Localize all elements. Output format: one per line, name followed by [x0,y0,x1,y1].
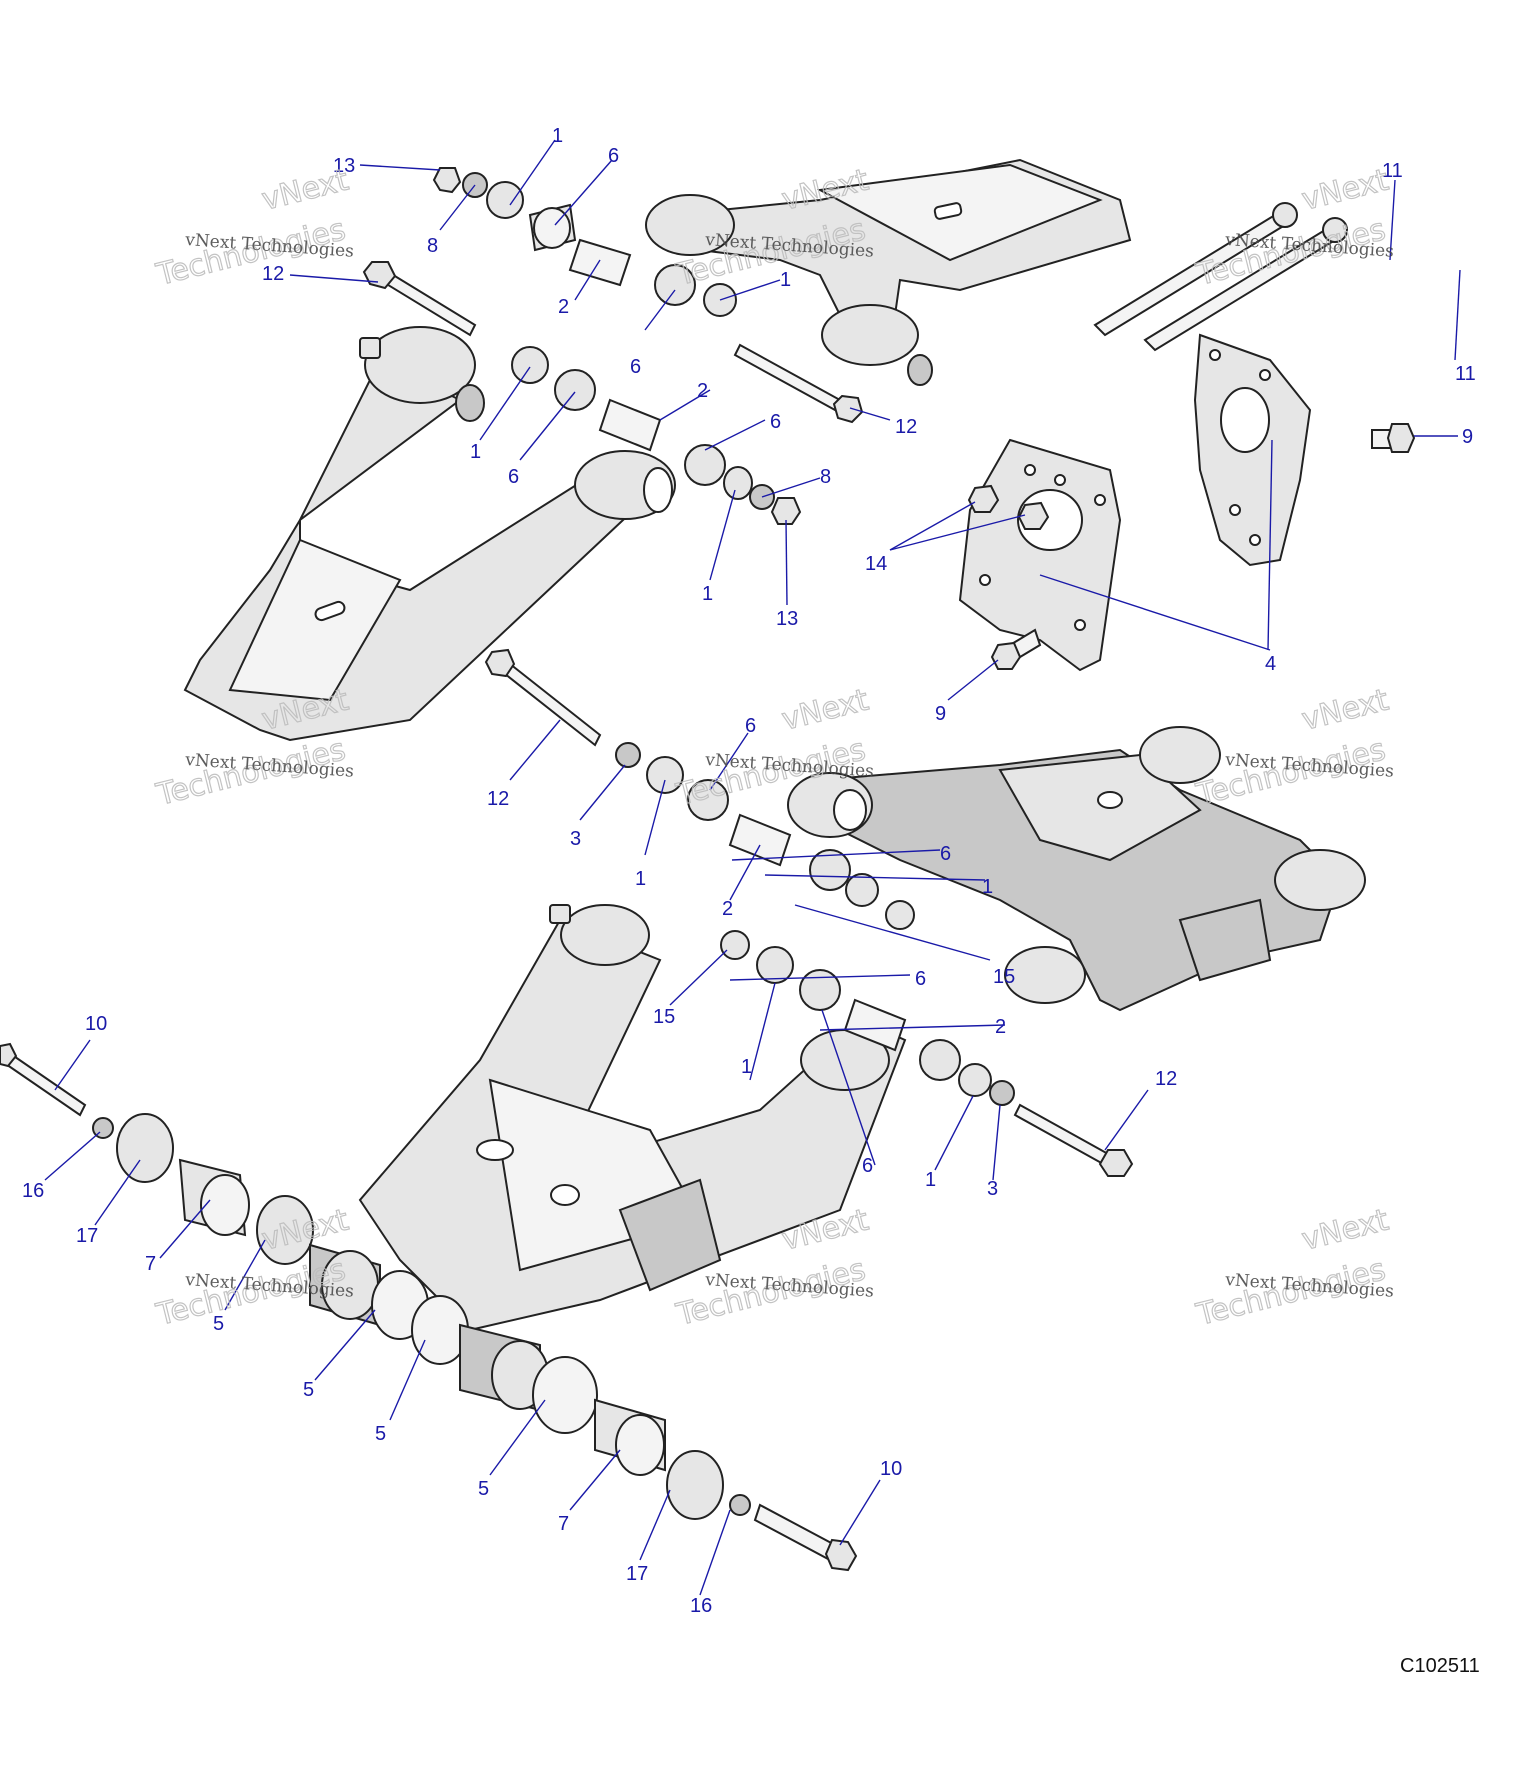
leader-lines [44,139,1461,1596]
watermark: vNext Technologies vNext Technologies [152,162,355,294]
callout-12: 12 [895,416,917,438]
lower-left-trailing-arm [358,904,907,1332]
callout-1: 1 [552,125,563,147]
callout-labels: 13 1 6 8 12 2 1 6 11 11 2 12 6 1 6 8 9 1… [22,125,1476,1617]
callout-6: 6 [940,843,951,865]
watermark: vNext Technologies vNext Technologies [1192,162,1395,294]
bolt-upper-left [362,261,477,337]
watermark-big-1: vNext [778,683,872,738]
callout-17: 17 [76,1225,98,1247]
bolt-lower-right [1013,1103,1134,1177]
callout-1: 1 [982,876,993,898]
callout-6: 6 [745,715,756,737]
upper-right-a-arm [645,158,1132,386]
watermark-big-1: vNext [1298,163,1392,218]
callout-6: 6 [630,356,641,378]
drawing-id: C102511 [1400,1655,1480,1677]
callout-10: 10 [85,1013,107,1035]
callout-2: 2 [995,1016,1006,1038]
callout-1: 1 [635,868,646,890]
callout-1: 1 [925,1169,936,1191]
callout-17: 17 [626,1563,648,1585]
callout-5: 5 [213,1313,224,1335]
callout-6: 6 [862,1155,873,1177]
callout-12: 12 [1155,1068,1177,1090]
callout-1: 1 [741,1056,752,1078]
bolt-bottom [753,1503,858,1572]
callout-4: 4 [1265,653,1276,675]
callout-6: 6 [508,466,519,488]
callout-1: 1 [702,583,713,605]
callout-2: 2 [697,380,708,402]
callout-15: 15 [993,966,1015,988]
bolt-item-9-right [1371,423,1416,453]
callout-12: 12 [487,788,509,810]
long-bolt-lower [1143,217,1348,352]
callout-7: 7 [558,1513,569,1535]
callout-12: 12 [262,263,284,285]
bolt-middle-left [484,648,602,747]
mounting-bracket-front [958,438,1122,672]
watermark: vNext Technologies vNext Technologies [152,1202,355,1334]
watermark: vNext Technologies vNext Technologies [1192,1202,1395,1334]
callout-5: 5 [303,1379,314,1401]
mounting-bracket-rear [1193,333,1312,567]
callout-15: 15 [653,1006,675,1028]
callout-5: 5 [478,1478,489,1500]
nut-item-14-a [967,484,1000,513]
callout-6: 6 [608,145,619,167]
callout-9: 9 [1462,426,1473,448]
callout-9: 9 [935,703,946,725]
watermark: vNext Technologies vNext Technologies [1192,682,1395,814]
callout-16: 16 [22,1180,44,1202]
callout-16: 16 [690,1595,712,1617]
callout-11: 11 [1382,160,1403,182]
callout-13: 13 [333,155,355,177]
bolt-far-left [0,1042,87,1117]
callout-8: 8 [820,466,831,488]
callout-6: 6 [770,411,781,433]
watermark-big-1: vNext [1298,1203,1392,1258]
upper-left-a-arm [183,326,676,742]
callout-3: 3 [987,1178,998,1200]
bolt-upper-mid [733,343,864,424]
bolt-item-9-left [990,628,1042,670]
callout-5: 5 [375,1423,386,1445]
small-hardware [92,167,1015,1520]
watermark-big-1: vNext [258,163,352,218]
watermark-big-1: vNext [1298,683,1392,738]
callout-2: 2 [722,898,733,920]
callout-10: 10 [880,1458,902,1480]
callout-13: 13 [776,608,798,630]
callout-7: 7 [145,1253,156,1275]
callout-2: 2 [558,296,569,318]
callout-11: 11 [1455,363,1476,385]
callout-1: 1 [780,269,791,291]
callout-8: 8 [427,235,438,257]
callout-1: 1 [470,441,481,463]
lower-right-a-arm [787,726,1366,1012]
long-bolt-upper [1093,202,1298,337]
callout-14: 14 [865,553,887,575]
callout-6: 6 [915,968,926,990]
callout-3: 3 [570,828,581,850]
